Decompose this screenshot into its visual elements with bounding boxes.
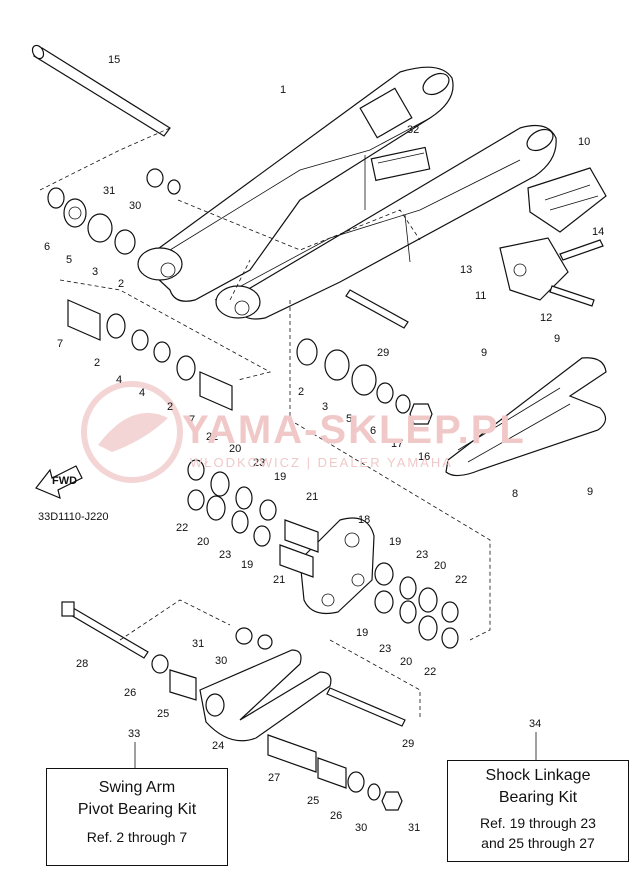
- callout: 19: [389, 536, 401, 548]
- callout: 6: [44, 241, 50, 253]
- callout: 32: [407, 124, 419, 136]
- callout: 2: [118, 278, 124, 290]
- callout: 23: [219, 549, 231, 561]
- kit-ref-line2: and 25 through 27: [481, 835, 595, 851]
- pivot-shaft: [31, 44, 171, 137]
- watermark-text: YAMA-SKLEP.PL: [182, 408, 526, 452]
- callout: 24: [212, 740, 224, 752]
- callout: 27: [268, 772, 280, 784]
- callout: 6: [370, 425, 376, 437]
- kit-title-line2: Bearing Kit: [498, 789, 578, 806]
- callout: 22: [455, 574, 467, 586]
- callout: 23: [253, 457, 265, 469]
- callout: 20: [229, 443, 241, 455]
- callout: 7: [189, 414, 195, 426]
- callout: 5: [346, 413, 352, 425]
- watermark-subtext: WŁODKOWICZ | DEALER YAMAHA: [190, 455, 453, 470]
- callout: 31: [103, 185, 115, 197]
- callout: 1: [280, 84, 286, 96]
- callout: 18: [358, 514, 370, 526]
- callout: 33: [128, 728, 140, 740]
- callout: 12: [540, 312, 552, 324]
- callout: 31: [408, 822, 420, 834]
- callout: 25: [157, 708, 169, 720]
- fwd-arrow: FWD: [35, 465, 83, 500]
- callout: 9: [587, 486, 593, 498]
- guide-bracket: [499, 237, 569, 301]
- callout: 9: [554, 333, 560, 345]
- kit-ref-line1: Ref. 2 through 7: [86, 829, 188, 845]
- callout: 30: [355, 822, 367, 834]
- diagram-code: 33D1110-J220: [38, 511, 109, 523]
- kit-title-line2: Pivot Bearing Kit: [77, 801, 197, 818]
- callout: 13: [460, 264, 472, 276]
- kit-box-shock-linkage: Shock Linkage Bearing Kit Ref. 19 throug…: [447, 760, 629, 862]
- callout: 9: [481, 347, 487, 359]
- callout-labels: 15 1 32 10 31 30 6 5 3 2 14 13 11 12 7 2…: [44, 54, 604, 834]
- callout: 26: [330, 810, 342, 822]
- callout: 4: [139, 387, 145, 399]
- callout: 21: [273, 574, 285, 586]
- callout: 31: [192, 638, 204, 650]
- relay-arm-parts: [187, 459, 459, 649]
- callout: 34: [529, 718, 541, 730]
- callout: 2: [298, 386, 304, 398]
- callout: 15: [108, 54, 120, 66]
- callout: 20: [197, 536, 209, 548]
- chain-guide-block: [527, 167, 607, 233]
- callout: 22: [206, 431, 218, 443]
- connecting-rod-parts: [151, 627, 403, 811]
- kit-box-swing-arm: Swing Arm Pivot Bearing Kit Ref. 2 throu…: [46, 768, 228, 866]
- callout: 29: [377, 347, 389, 359]
- assembly-lines: [39, 127, 491, 720]
- callout: 16: [418, 451, 430, 463]
- callout: 14: [592, 226, 604, 238]
- callout: 4: [116, 374, 122, 386]
- callout: 8: [512, 488, 518, 500]
- callout: 25: [307, 795, 319, 807]
- callout: 28: [76, 658, 88, 670]
- callout: 7: [57, 338, 63, 350]
- callout: 26: [124, 687, 136, 699]
- callout: 19: [356, 627, 368, 639]
- callout: 2: [94, 357, 100, 369]
- chain-slider: [445, 357, 607, 477]
- callout: 3: [322, 401, 328, 413]
- callout: 19: [274, 471, 286, 483]
- watermark-logo: [81, 381, 183, 483]
- callout: 30: [129, 200, 141, 212]
- fwd-label: FWD: [52, 475, 77, 487]
- callout: 29: [402, 738, 414, 750]
- callout: 3: [92, 266, 98, 278]
- pivot-bearing-parts: [47, 168, 433, 425]
- callout: 20: [434, 560, 446, 572]
- callout: 30: [215, 655, 227, 667]
- callout: 2: [167, 401, 173, 413]
- callout: 19: [241, 559, 253, 571]
- callout: 22: [176, 522, 188, 534]
- kit-title-line1: Shock Linkage: [485, 767, 591, 784]
- bolts: [61, 239, 604, 727]
- callout: 11: [475, 290, 486, 302]
- callout: 20: [400, 656, 412, 668]
- callout: 23: [379, 643, 391, 655]
- callout: 10: [578, 136, 590, 148]
- callout: 17: [391, 438, 403, 450]
- callout: 22: [424, 666, 436, 678]
- callout: 23: [416, 549, 428, 561]
- callout: 21: [306, 491, 318, 503]
- callout: 5: [66, 254, 72, 266]
- kit-ref-line1: Ref. 19 through 23: [480, 815, 596, 831]
- kit-title-line1: Swing Arm: [98, 779, 176, 796]
- swing-arm: [137, 66, 557, 320]
